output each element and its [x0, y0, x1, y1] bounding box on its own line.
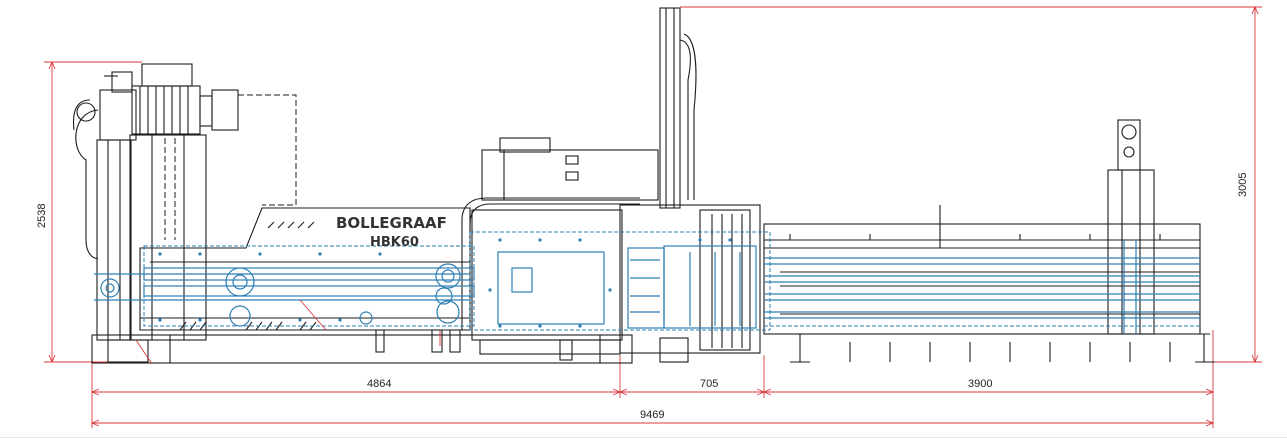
machine-outline	[72, 7, 1215, 364]
dimension-overall-length: 9469	[640, 409, 664, 421]
frame-bottom-border	[0, 437, 1287, 438]
dimension-lines	[44, 5, 1262, 428]
dimension-section-2-length: 705	[700, 378, 718, 390]
dimension-machine-height: 2538	[36, 204, 48, 228]
model-label: HBK60	[370, 235, 419, 250]
brand-label: BOLLEGRAAF	[336, 214, 447, 232]
dimension-section-3-length: 3900	[968, 378, 992, 390]
red-callouts	[135, 299, 441, 365]
dimension-overall-height: 3005	[1237, 173, 1249, 197]
hydraulic-system	[94, 231, 1200, 334]
dimension-section-1-length: 4864	[367, 378, 391, 390]
